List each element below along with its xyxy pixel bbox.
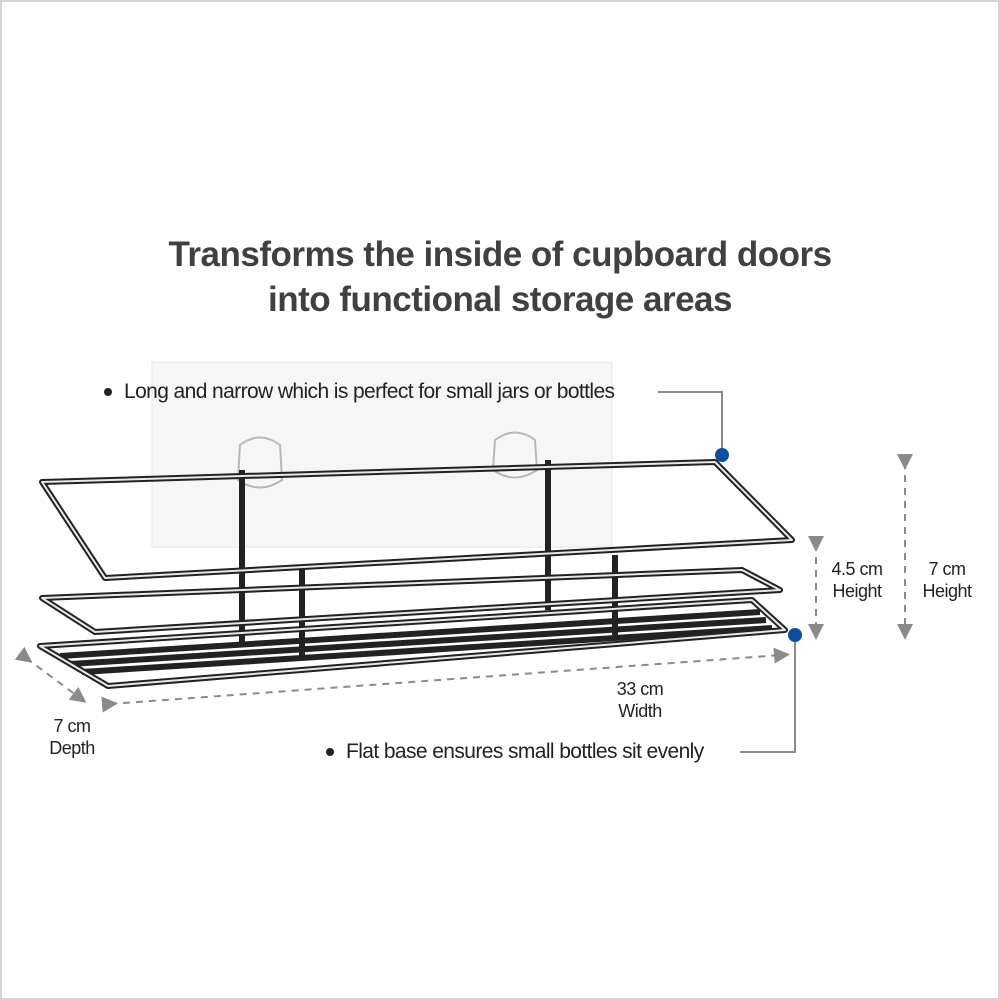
callout-dot-bottom — [788, 628, 802, 642]
dim-label: Height — [922, 581, 972, 601]
bullet-icon — [326, 748, 334, 757]
headline: Transforms the inside of cupboard doors … — [0, 232, 1000, 322]
callout-leader-bottom — [740, 635, 796, 753]
headline-line-1: Transforms the inside of cupboard doors — [168, 235, 832, 274]
callout-dot-top — [715, 448, 729, 462]
callout-leader-top — [658, 391, 723, 455]
callout-text: Flat base ensures small bottles sit even… — [346, 740, 704, 763]
callout-top: Long and narrow which is perfect for sma… — [104, 380, 615, 404]
callout-text: Long and narrow which is perfect for sma… — [124, 380, 615, 403]
dim-value: 7 cm — [53, 716, 91, 736]
dim-label: Width — [618, 701, 662, 721]
hook-icon — [236, 431, 539, 489]
bullet-icon — [104, 388, 112, 397]
headline-line-2: into functional storage areas — [268, 280, 732, 319]
dim-value: 4.5 cm — [831, 559, 883, 579]
dim-line-width — [101, 647, 790, 713]
dim-label: Depth — [49, 738, 95, 758]
callout-bottom: Flat base ensures small bottles sit even… — [326, 740, 704, 764]
dim-value: 33 cm — [616, 679, 664, 699]
dim-label: Height — [832, 581, 882, 601]
dim-value: 7 cm — [928, 559, 966, 579]
dim-line-depth — [14, 646, 87, 703]
